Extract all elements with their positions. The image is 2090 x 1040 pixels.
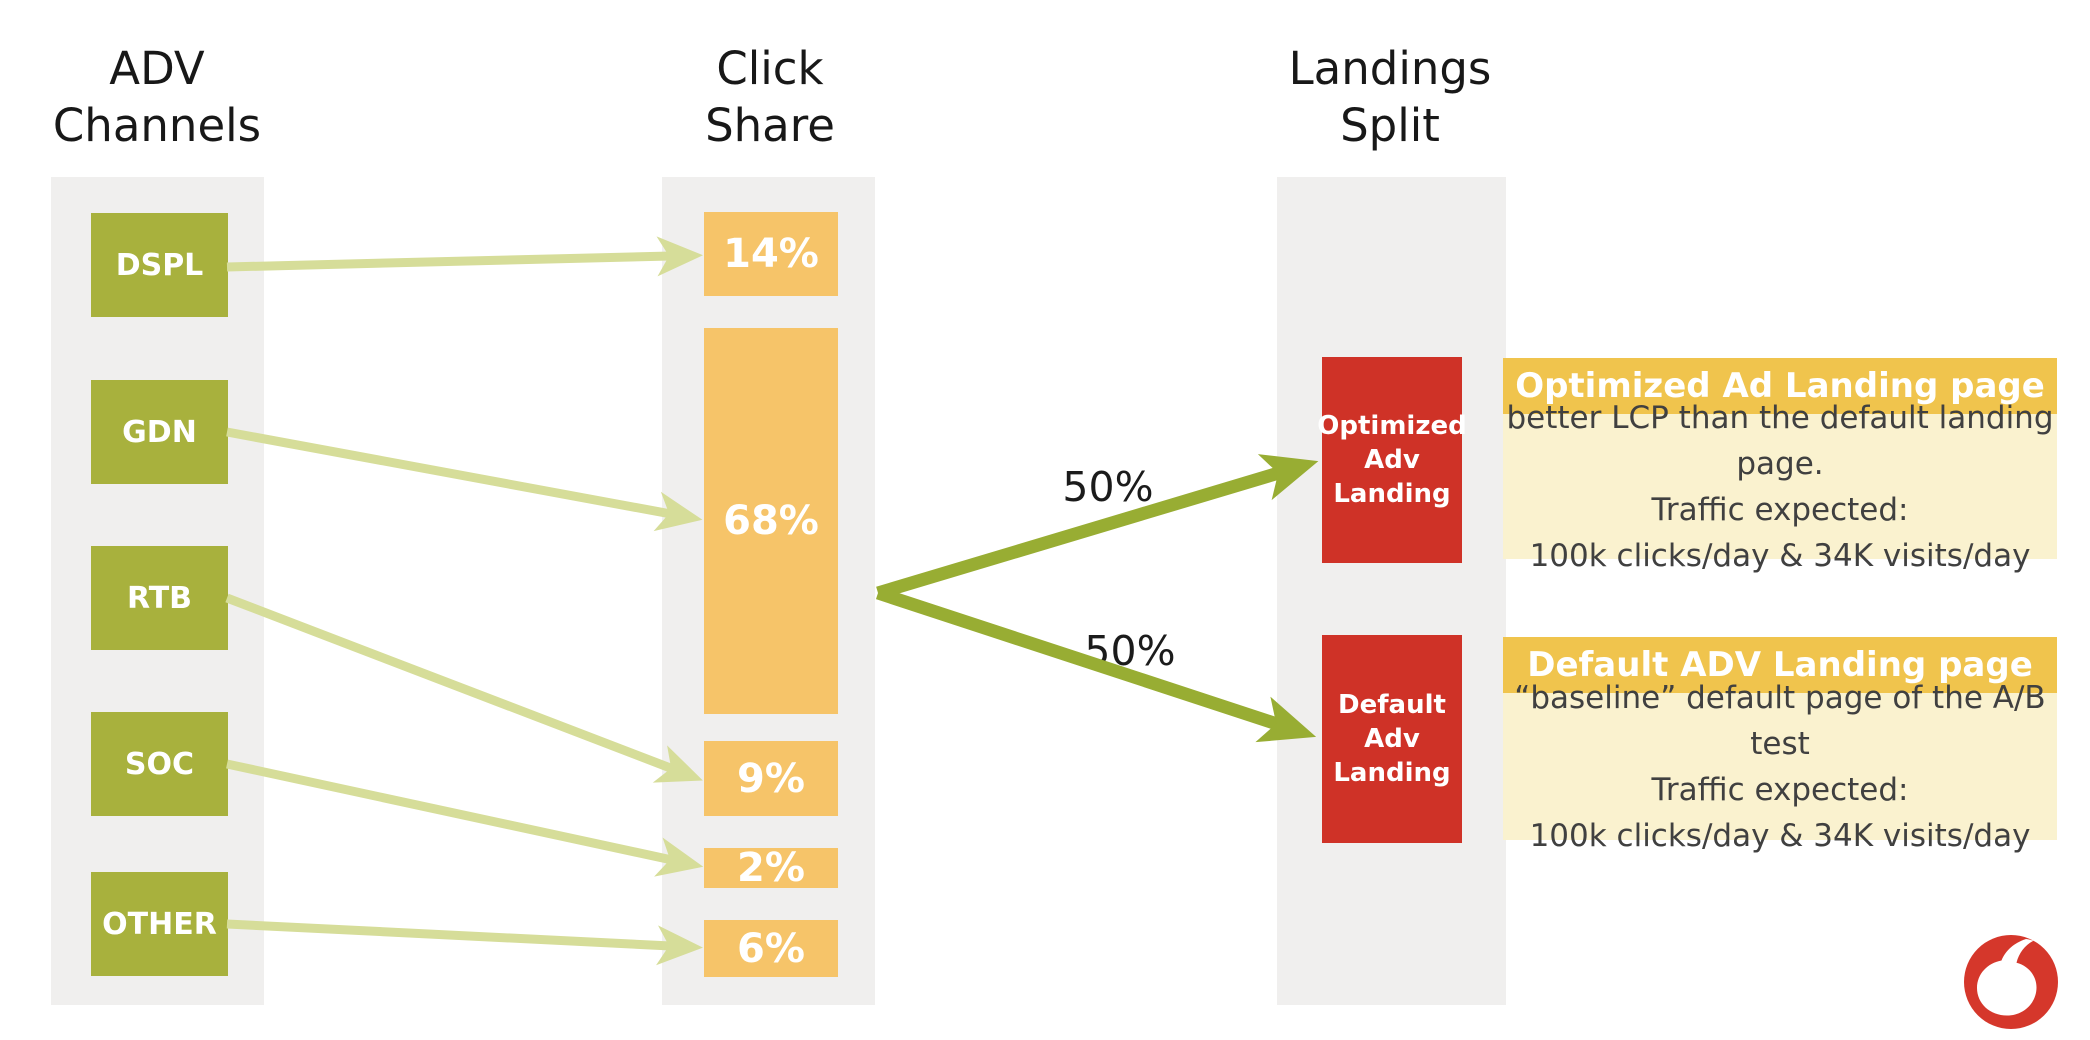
landing-box-default: Default Adv Landing bbox=[1322, 635, 1462, 843]
channel-box-other: OTHER bbox=[91, 872, 228, 976]
landing-label: Optimized Adv Landing bbox=[1317, 409, 1466, 511]
card-body-line: Traffic expected: bbox=[1651, 771, 1909, 808]
arrow-other-to-6 bbox=[226, 919, 703, 966]
channel-label: DSPL bbox=[115, 247, 204, 283]
share-label: 9% bbox=[737, 755, 805, 802]
share-box-6: 6% bbox=[704, 920, 838, 977]
landing-label-line: Landing bbox=[1333, 758, 1451, 788]
card-body-line: better LCP than the default landing page… bbox=[1506, 399, 2054, 482]
title-line: Share bbox=[705, 99, 835, 152]
card-body: “baseline” default page of the A/B test … bbox=[1503, 680, 2057, 854]
landings-split-title: Landings Split bbox=[1240, 40, 1540, 154]
landing-label-line: Default bbox=[1338, 690, 1446, 720]
arrow-soc-to-2 bbox=[226, 759, 704, 877]
landing-box-optimized: Optimized Adv Landing bbox=[1317, 357, 1467, 563]
card-body-line: “baseline” default page of the A/B test bbox=[1514, 679, 2046, 762]
arrow-rtb-to-9 bbox=[225, 593, 703, 783]
title-line: Click bbox=[716, 42, 824, 95]
title-line: Landings bbox=[1288, 42, 1492, 95]
share-label: 68% bbox=[723, 498, 819, 544]
channel-box-rtb: RTB bbox=[91, 546, 228, 650]
landing-label-line: Landing bbox=[1333, 479, 1451, 509]
arrow-dspl-to-14 bbox=[226, 236, 703, 277]
channel-label: GDN bbox=[122, 414, 197, 450]
card-title: Default ADV Landing page bbox=[1503, 637, 2057, 693]
title-line: Split bbox=[1340, 99, 1440, 152]
landings-split-column bbox=[1277, 177, 1506, 1005]
landing-label-line: Optimized bbox=[1317, 411, 1467, 441]
title-line: Channels bbox=[52, 99, 262, 152]
channel-box-soc: SOC bbox=[91, 712, 228, 816]
share-label: 6% bbox=[737, 925, 805, 972]
vodafone-logo-icon bbox=[1964, 935, 2058, 1029]
card-title: Optimized Ad Landing page bbox=[1503, 358, 2057, 414]
channel-label: SOC bbox=[124, 746, 195, 782]
share-label: 2% bbox=[737, 845, 805, 891]
title-line: ADV bbox=[109, 42, 205, 95]
arrow-split-to-default bbox=[875, 586, 1317, 743]
share-box-9: 9% bbox=[704, 741, 838, 816]
landing-label-line: Adv bbox=[1364, 724, 1420, 754]
adv-channels-title: ADV Channels bbox=[7, 40, 307, 154]
default-landing-card: Default ADV Landing page “baseline” defa… bbox=[1503, 637, 2057, 854]
share-box-2: 2% bbox=[704, 845, 838, 891]
share-box-68: 68% bbox=[704, 328, 838, 714]
click-share-title: Click Share bbox=[620, 40, 920, 154]
landing-label-line: Adv bbox=[1364, 445, 1420, 475]
optimized-landing-card: Optimized Ad Landing page better LCP tha… bbox=[1503, 358, 2057, 574]
card-body-line: 100k clicks/day & 34K visits/day bbox=[1529, 817, 2031, 854]
card-body-line: Traffic expected: bbox=[1651, 491, 1909, 528]
split-upper-label: 50% bbox=[1062, 463, 1154, 511]
channel-label: OTHER bbox=[102, 906, 217, 942]
card-body: better LCP than the default landing page… bbox=[1503, 400, 2057, 574]
landing-label: Default Adv Landing bbox=[1333, 688, 1450, 790]
split-lower-label: 50% bbox=[1084, 627, 1176, 675]
channel-box-gdn: GDN bbox=[91, 380, 228, 484]
card-body-line: 100k clicks/day & 34K visits/day bbox=[1529, 537, 2031, 574]
share-label: 14% bbox=[723, 231, 819, 277]
share-box-14: 14% bbox=[704, 212, 838, 296]
arrow-gdn-to-68 bbox=[226, 427, 703, 532]
channel-box-dspl: DSPL bbox=[91, 213, 228, 317]
channel-label: RTB bbox=[126, 580, 193, 616]
